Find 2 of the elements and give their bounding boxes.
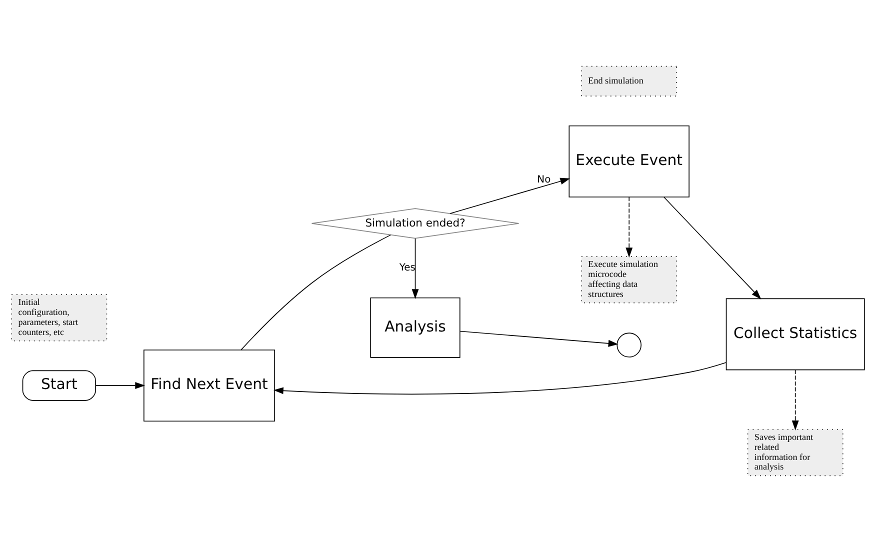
edge-label: No xyxy=(537,174,551,186)
edge-label: Yes xyxy=(399,262,416,274)
